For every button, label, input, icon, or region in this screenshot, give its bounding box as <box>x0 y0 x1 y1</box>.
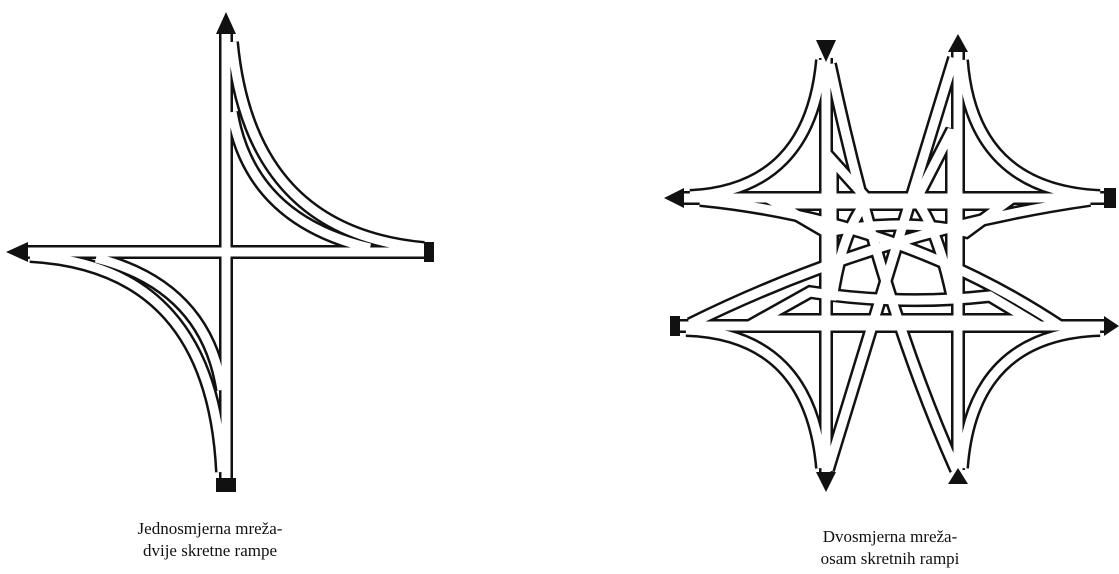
arrow-down-bottom-left-icon <box>816 472 836 492</box>
caption-right-line-1: Dvosmjerna mreža- <box>822 527 958 546</box>
road-end-right-top-icon <box>1104 188 1116 208</box>
arrow-left-top-icon <box>664 188 684 208</box>
road-end-left-bottom-icon <box>670 316 680 336</box>
caption-left-line-2: dvije skretne rampe <box>142 541 278 560</box>
arrow-down-top-left-icon <box>816 40 836 62</box>
left-roads-fill <box>28 34 425 478</box>
arrow-up-top-right-icon <box>948 34 968 52</box>
one-way-network-diagram <box>6 12 434 492</box>
caption-left-line-1: Jednosmjerna mreža- <box>137 519 283 538</box>
ramp-lower-left <box>29 249 229 473</box>
arrow-left-icon <box>6 242 28 262</box>
caption-one-way-network: Jednosmjerna mreža- dvije skretne rampe <box>80 518 340 562</box>
road-end-bottom-icon <box>216 478 236 492</box>
road-end-right-icon <box>424 242 434 262</box>
right-roads-fill <box>680 52 1106 472</box>
two-way-network-diagram <box>664 34 1119 492</box>
caption-right-line-2: osam skretnih rampi <box>820 549 960 568</box>
arrow-up-bottom-right-icon <box>948 468 968 484</box>
arrow-up-icon <box>216 12 236 34</box>
caption-two-way-network: Dvosmjerna mreža- osam skretnih rampi <box>760 526 1020 570</box>
arrow-right-bottom-icon <box>1104 316 1119 336</box>
